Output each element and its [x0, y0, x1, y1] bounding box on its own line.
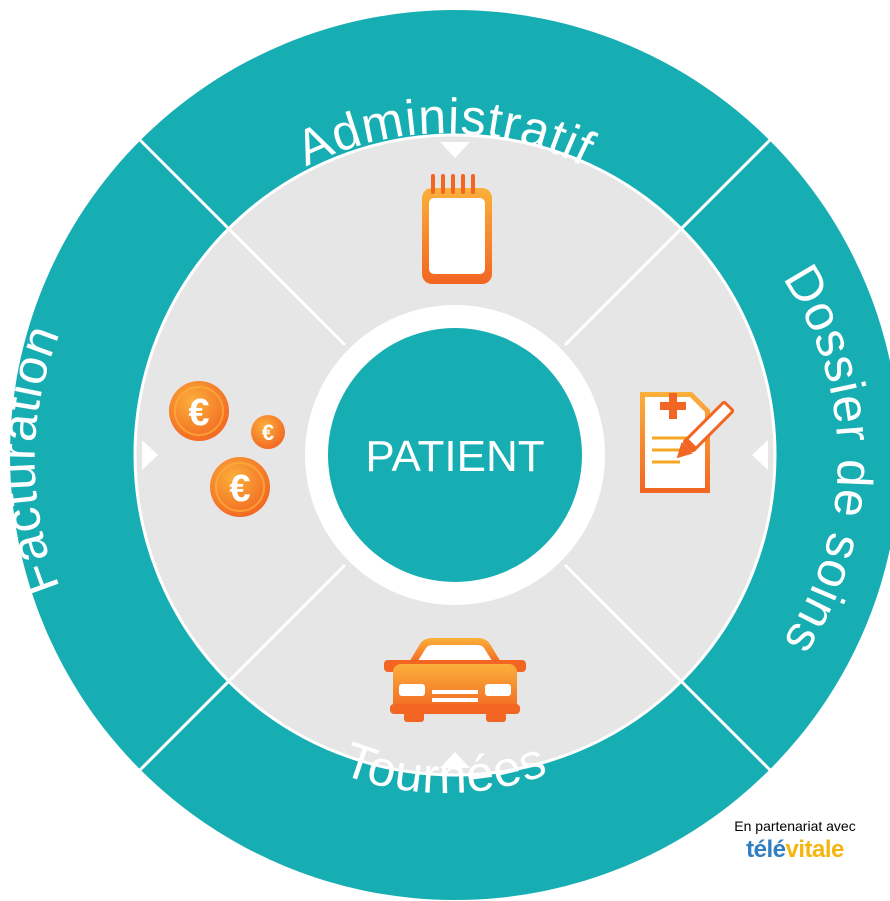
- partner-block: En partenariat avec télévitale: [700, 818, 890, 864]
- car-icon: [384, 638, 526, 722]
- coin-symbol: €: [262, 420, 274, 445]
- divider-lines: [138, 138, 772, 772]
- coin-symbol: €: [188, 392, 209, 434]
- center-label: PATIENT: [365, 432, 544, 481]
- center-circle: [328, 328, 582, 582]
- notepad-icon: [422, 174, 492, 284]
- coin-symbol: €: [229, 468, 250, 510]
- televitale-logo: télévitale: [746, 836, 844, 863]
- medical-record-icon: [640, 392, 735, 493]
- euro-coins-icon: € € €: [169, 381, 285, 517]
- partner-text: En partenariat avec: [734, 818, 856, 834]
- segment-pointers: [142, 142, 768, 768]
